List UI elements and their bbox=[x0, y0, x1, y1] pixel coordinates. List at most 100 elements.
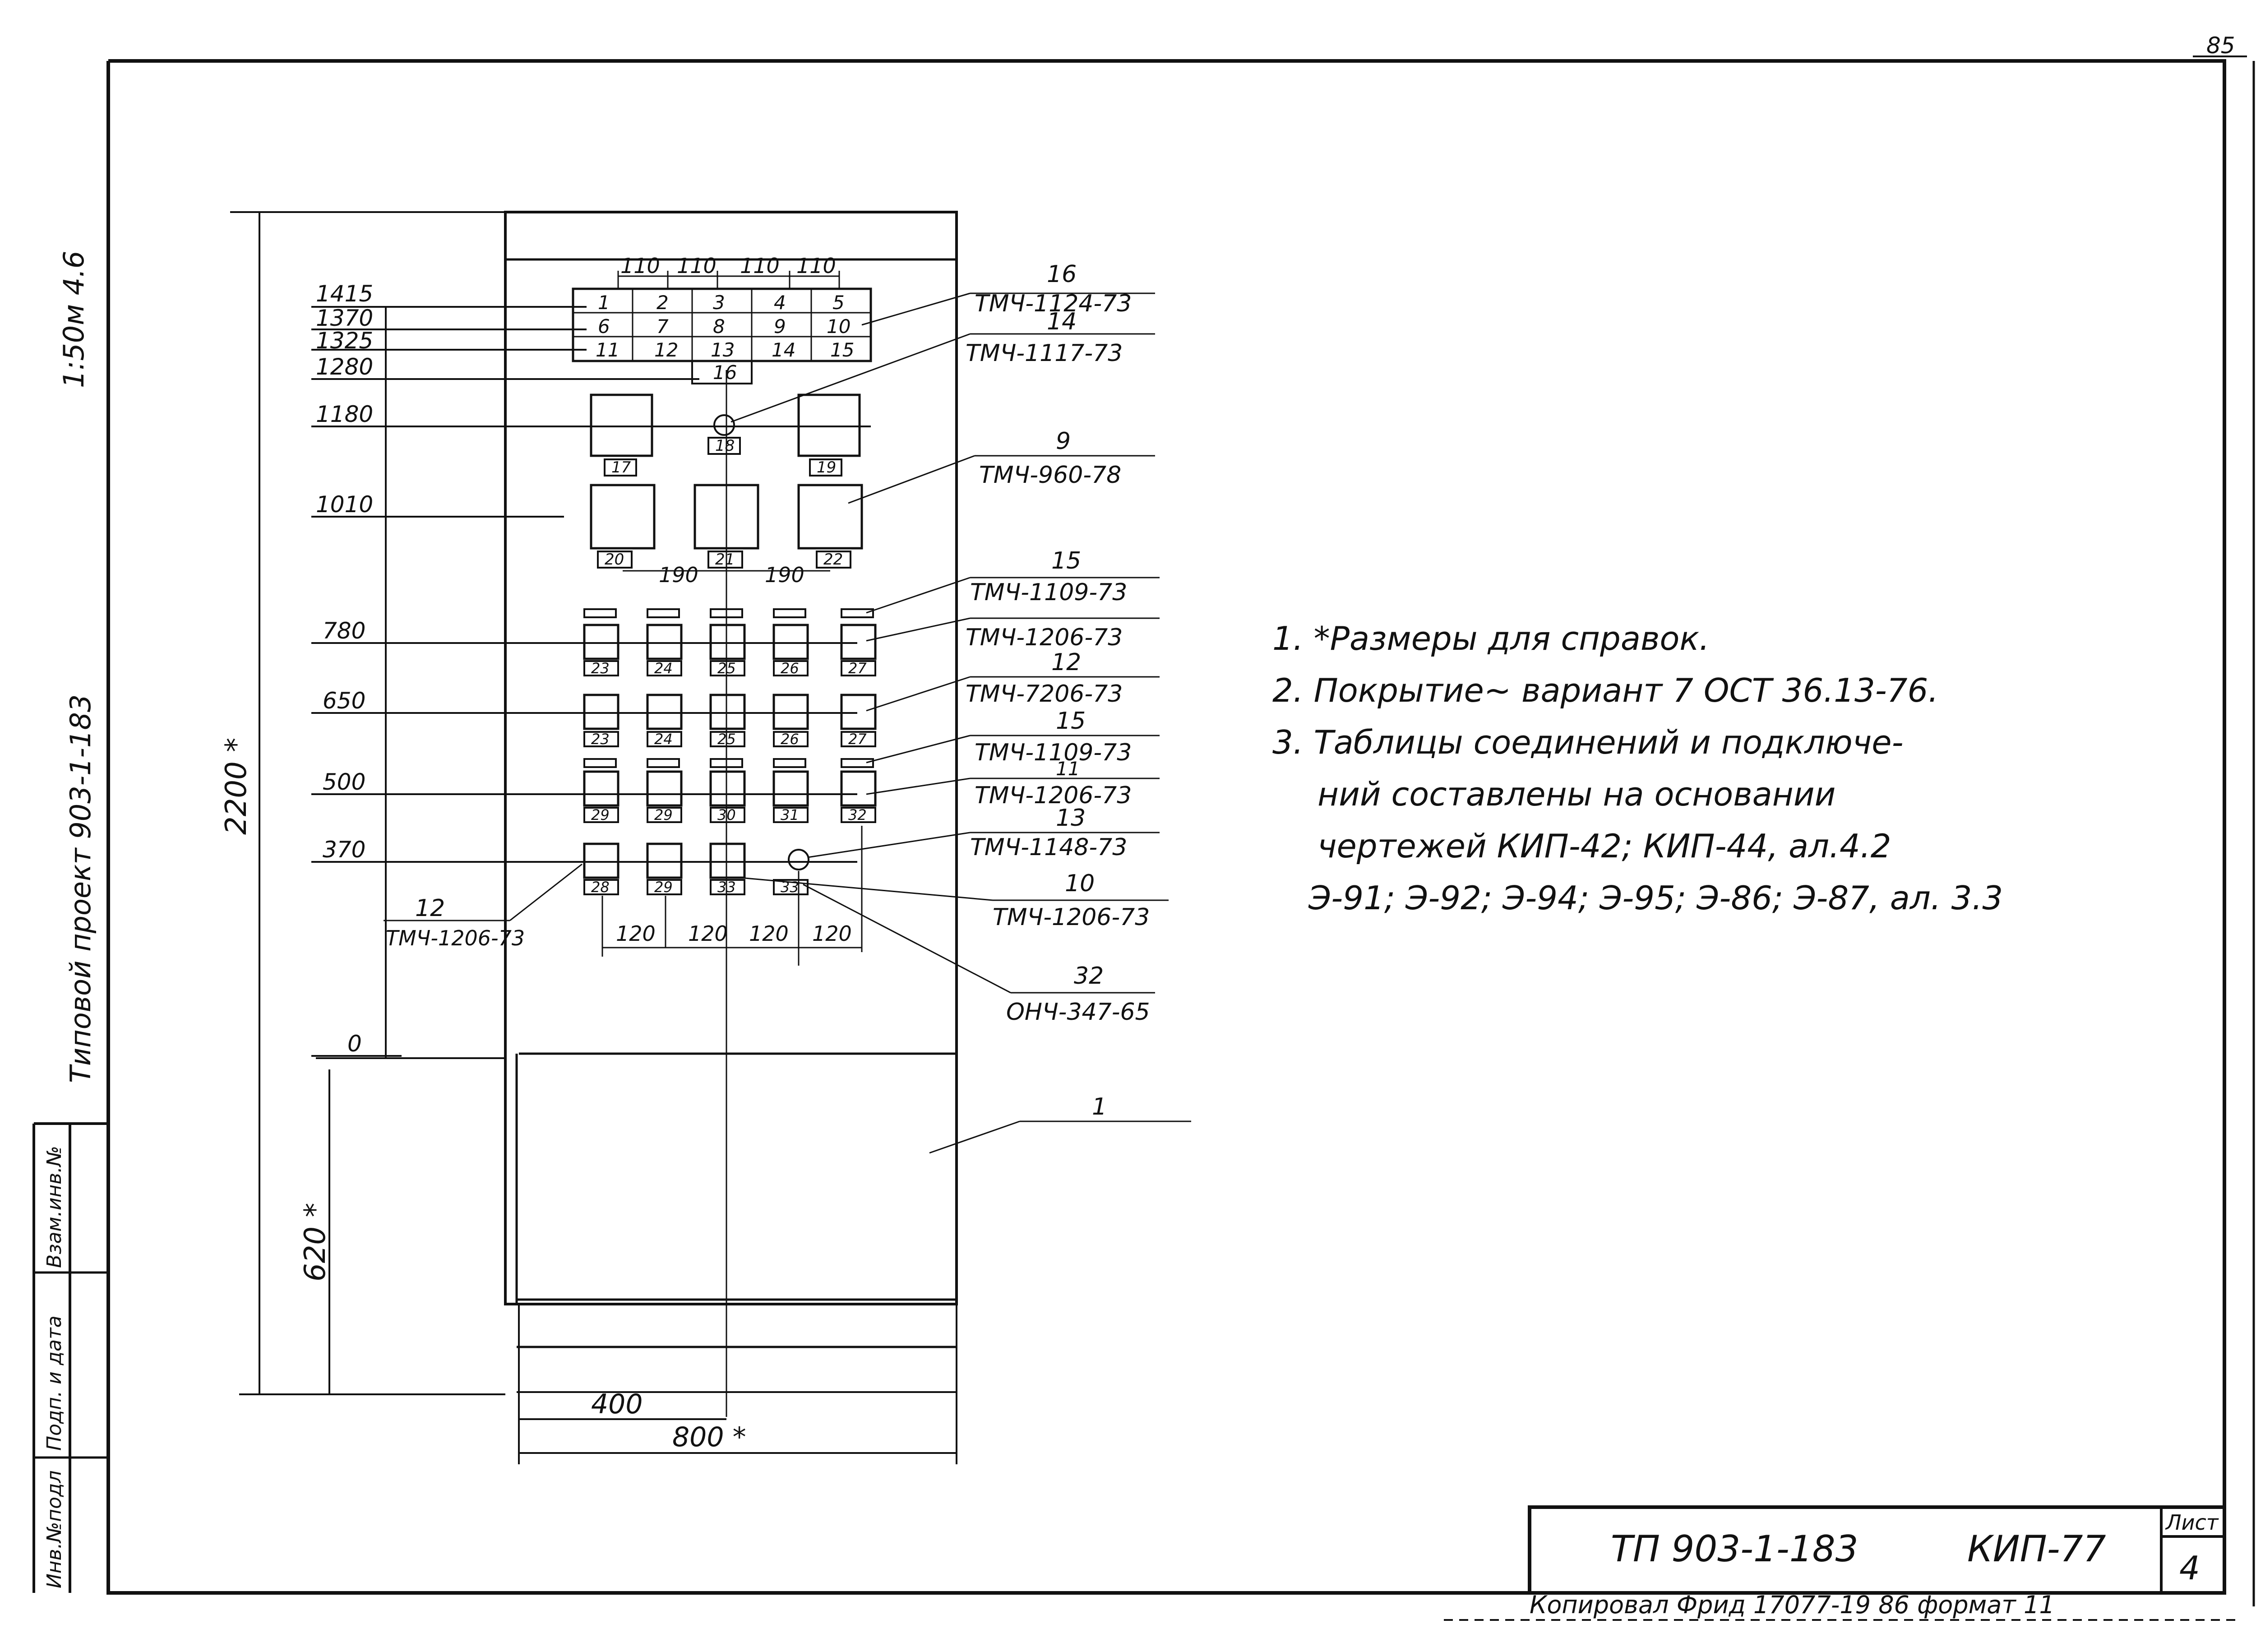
note-line: чертежей КИП-42; КИП-44, ал.4.2 bbox=[1318, 827, 1891, 865]
note-line: ний составлены на основании bbox=[1318, 775, 1835, 813]
base-height-label: 620 * bbox=[299, 1203, 332, 1282]
width-dimensions: 400 800 * bbox=[518, 1304, 957, 1464]
row-d-instruments: 28 29 33 33 120 120 120 120 bbox=[583, 826, 863, 966]
gap-190-left: 190 bbox=[659, 563, 698, 587]
block-cell: 4 bbox=[774, 292, 786, 314]
row-a-instruments: 23 24 25 26 27 bbox=[583, 608, 877, 677]
block-cell: 14 bbox=[772, 339, 795, 361]
callout-15b-code: ТМЧ-1109-73 bbox=[975, 739, 1132, 766]
title-block: ТП 903-1-183 КИП-77 Лист 4 bbox=[1528, 1505, 2224, 1593]
height-dimensions: 2200 * 620 * 1415 1370 1325 1280 1180 10… bbox=[220, 211, 871, 1395]
label-21: 21 bbox=[715, 551, 735, 569]
callout-15b-num: 15 bbox=[1056, 708, 1086, 735]
side-stamp: 1:50м 4.6 Типовой проект 903-1-183 Взам.… bbox=[32, 251, 108, 1593]
gap-190-right: 190 bbox=[765, 563, 804, 587]
top-spacing-1: 110 bbox=[620, 254, 660, 278]
bottom-spacing-2: 120 bbox=[688, 921, 728, 946]
row-a-label: 23 bbox=[591, 660, 610, 677]
block-cell: 10 bbox=[827, 315, 851, 338]
row-d-label: 28 bbox=[591, 879, 610, 896]
label-20: 20 bbox=[605, 551, 624, 569]
block-cell: 11 bbox=[596, 339, 619, 361]
height-650: 650 bbox=[323, 688, 365, 714]
title-sheet-number: 4 bbox=[2179, 1549, 2200, 1587]
row-a-label: 27 bbox=[848, 660, 867, 677]
callout-1206-code: ТМЧ-1206-73 bbox=[966, 624, 1123, 651]
row-a-label: 25 bbox=[717, 660, 736, 677]
block-cell: 1 bbox=[598, 292, 610, 314]
row-b-instruments: 23 24 25 26 27 bbox=[583, 694, 877, 748]
note-line: 1. *Размеры для справок. bbox=[1272, 620, 1710, 657]
callout-14-code: ТМЧ-1117-73 bbox=[966, 340, 1123, 367]
height-0: 0 bbox=[347, 1031, 362, 1057]
width-400: 400 bbox=[591, 1388, 643, 1420]
note-line: 3. Таблицы соединений и подключе- bbox=[1272, 723, 1904, 761]
block-cell: 2 bbox=[656, 292, 669, 314]
row-d-label: 33 bbox=[717, 879, 736, 896]
label-18: 18 bbox=[715, 437, 735, 455]
callout-11-num: 11 bbox=[1056, 758, 1080, 780]
row-b-label: 27 bbox=[848, 731, 867, 748]
row-a-label: 24 bbox=[654, 660, 673, 677]
overall-height-label: 2200 * bbox=[220, 738, 253, 835]
callout-13-num: 13 bbox=[1056, 805, 1086, 832]
block-cell: 13 bbox=[711, 339, 735, 361]
top-spacing-3: 110 bbox=[740, 254, 780, 278]
top-instrument-block: 110 110 110 110 1 2 3 4 5 6 7 8 9 10 11 … bbox=[572, 254, 872, 384]
callout-12-code: ТМЧ-7206-73 bbox=[966, 680, 1123, 708]
row-c-label: 29 bbox=[591, 806, 610, 824]
footer: Копировал Фрид 17077-19 86 формат 11 bbox=[1444, 1591, 2238, 1621]
height-1280: 1280 bbox=[316, 354, 373, 380]
row-b-label: 26 bbox=[781, 731, 799, 748]
callout-12-num: 12 bbox=[1051, 649, 1081, 676]
scale-label: 1:50м 4.6 bbox=[57, 251, 90, 388]
callout-16-num: 16 bbox=[1047, 261, 1077, 288]
title-drawing-code: КИП-77 bbox=[1967, 1528, 2106, 1570]
row-b-label: 24 bbox=[654, 731, 673, 748]
row-c-label: 30 bbox=[717, 806, 736, 824]
callout-15a-num: 15 bbox=[1051, 547, 1081, 574]
callout-32-num: 32 bbox=[1074, 963, 1104, 990]
note-line: 2. Покрытие~ вариант 7 ОСТ 36.13-76. bbox=[1272, 671, 1938, 709]
callout-13-code: ТМЧ-1148-73 bbox=[970, 834, 1127, 861]
row-a-label: 26 bbox=[781, 660, 799, 677]
block-cell: 5 bbox=[832, 292, 845, 314]
height-500: 500 bbox=[323, 769, 365, 795]
callout-12-left-num: 12 bbox=[415, 895, 445, 922]
height-1180: 1180 bbox=[316, 401, 373, 427]
callout-16-code: ТМЧ-1124-73 bbox=[975, 290, 1132, 317]
title-sheet-label: Лист bbox=[2165, 1510, 2219, 1535]
bottom-spacing-3: 120 bbox=[749, 921, 789, 946]
notes: 1. *Размеры для справок. 2. Покрытие~ ва… bbox=[1272, 620, 2003, 917]
footer-text: Копировал Фрид 17077-19 86 формат 11 bbox=[1530, 1591, 2055, 1619]
block-cell-16: 16 bbox=[713, 361, 737, 384]
height-1010: 1010 bbox=[316, 491, 373, 518]
callout-15a-code: ТМЧ-1109-73 bbox=[970, 579, 1127, 606]
note-line: Э-91; Э-92; Э-94; Э-95; Э-86; Э-87, ал. … bbox=[1308, 879, 2003, 917]
sheet-corner-number: 85 bbox=[2206, 32, 2235, 59]
callout-9-num: 9 bbox=[1056, 428, 1071, 455]
project-side-label: Типовой проект 903-1-183 bbox=[64, 694, 97, 1083]
block-cell: 8 bbox=[713, 315, 725, 338]
row-b-label: 23 bbox=[591, 731, 610, 748]
label-17: 17 bbox=[611, 458, 631, 477]
height-1370: 1370 bbox=[316, 305, 373, 331]
bottom-spacing-1: 120 bbox=[616, 921, 656, 946]
callout-32-code: ОНЧ-347-65 bbox=[1006, 999, 1150, 1026]
top-spacing-2: 110 bbox=[677, 254, 717, 278]
row-b-label: 25 bbox=[717, 731, 736, 748]
block-cell: 12 bbox=[654, 339, 678, 361]
top-spacing-4: 110 bbox=[796, 254, 836, 278]
label-19: 19 bbox=[817, 458, 836, 477]
row-c-label: 31 bbox=[781, 806, 799, 824]
block-cell: 7 bbox=[656, 315, 669, 338]
sheet-frame: 85 bbox=[106, 32, 2255, 1606]
callout-11-code: ТМЧ-1206-73 bbox=[975, 782, 1132, 809]
callout-10-code: ТМЧ-1206-73 bbox=[993, 904, 1150, 931]
panel-outline bbox=[504, 211, 958, 1393]
bottom-spacing-4: 120 bbox=[812, 921, 852, 946]
callout-1-num: 1 bbox=[1092, 1093, 1107, 1120]
callout-10-num: 10 bbox=[1065, 870, 1095, 897]
title-project-number: ТП 903-1-183 bbox=[1611, 1528, 1858, 1570]
